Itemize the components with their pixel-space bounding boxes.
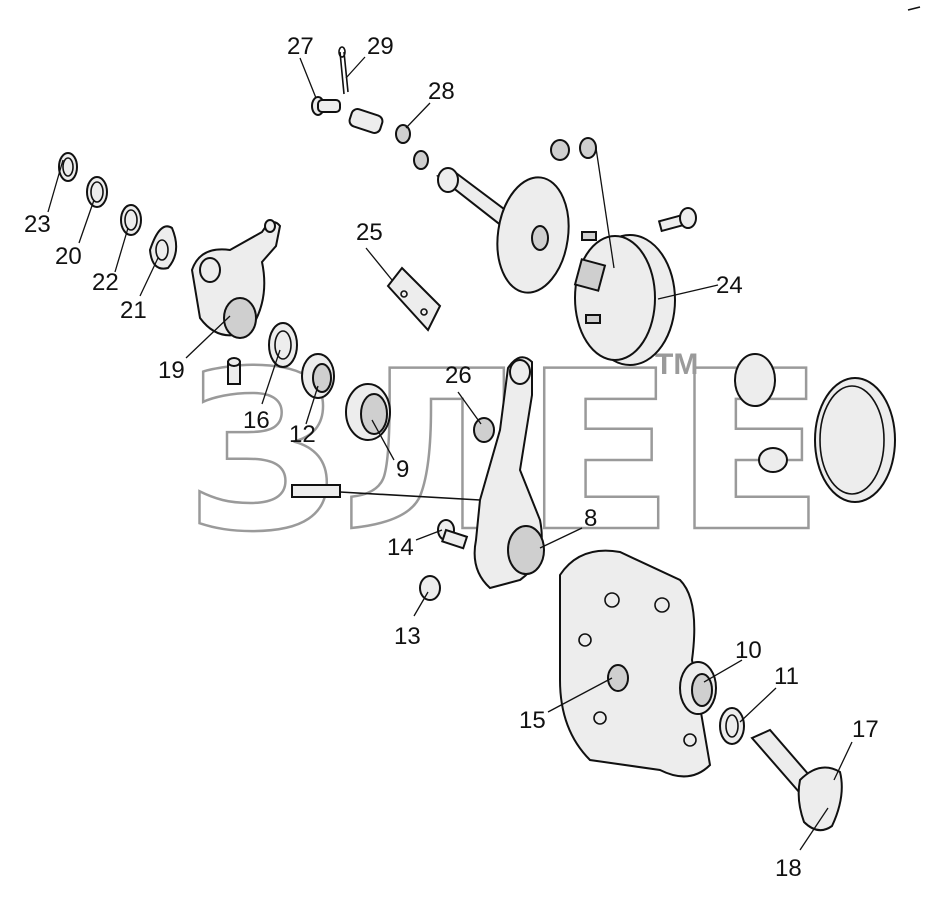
callout-28: 28: [428, 78, 455, 105]
callout-26: 26: [445, 362, 472, 389]
part-13-plug: [419, 575, 441, 601]
part-grease-fitting: [227, 357, 241, 385]
part-chamber-bolt: [657, 207, 697, 233]
part-rubber-boot: [734, 353, 788, 473]
part-9-bushing: [345, 383, 391, 441]
part-large-ring: [814, 377, 896, 503]
callout-22: 22: [92, 269, 119, 296]
part-stud: [291, 484, 481, 501]
callout-17: 17: [852, 716, 879, 743]
callout-16: 16: [243, 407, 270, 434]
callout-29: 29: [367, 33, 394, 60]
callout-10: 10: [735, 637, 762, 664]
leader-24: [657, 284, 719, 300]
callout-18: 18: [775, 855, 802, 882]
callout-11: 11: [774, 663, 799, 690]
part-11-seal: [719, 707, 745, 745]
part-flange-plate: [559, 549, 712, 778]
callout-labels: 27 29 28 23 20 22 21 25 24 19 26 16 12 9…: [24, 33, 879, 882]
corner-mark: [907, 6, 921, 11]
callout-21: 21: [120, 297, 147, 324]
part-16-seal: [268, 322, 298, 368]
svg-text:TM: TM: [655, 348, 698, 381]
part-24-brake-chamber: [573, 231, 676, 366]
callout-27: 27: [287, 33, 314, 60]
part-8-bracket: [473, 356, 545, 590]
part-clevis: [348, 108, 384, 134]
callout-9: 9: [396, 456, 409, 483]
part-14-bolt: [437, 519, 469, 550]
callout-25: 25: [356, 219, 383, 246]
callout-14: 14: [387, 534, 414, 561]
part-25-plate: [386, 266, 442, 332]
callout-20: 20: [55, 243, 82, 270]
callout-15: 15: [519, 707, 546, 734]
part-28-nut: [395, 124, 429, 170]
callout-24: 24: [716, 272, 743, 299]
callout-leaders: [47, 56, 853, 851]
callout-12: 12: [289, 421, 316, 448]
callout-13: 13: [394, 623, 421, 650]
callout-23: 23: [24, 211, 51, 238]
part-washers: [58, 152, 178, 270]
leader-nut-chamber: [595, 147, 615, 269]
part-12-bushing: [301, 353, 335, 399]
part-27-pin: [311, 96, 341, 116]
part-chamber-nuts: [550, 137, 597, 161]
part-29-cotter-pin: [338, 46, 349, 95]
part-pushrod-diaphragm: [436, 167, 570, 294]
part-10-bushing: [679, 661, 717, 715]
part-26-nut: [473, 417, 495, 443]
part-17-camshaft: [750, 728, 843, 832]
part-19-slack-adjuster: [190, 219, 282, 339]
callout-8: 8: [584, 505, 597, 532]
callout-19: 19: [158, 357, 185, 384]
